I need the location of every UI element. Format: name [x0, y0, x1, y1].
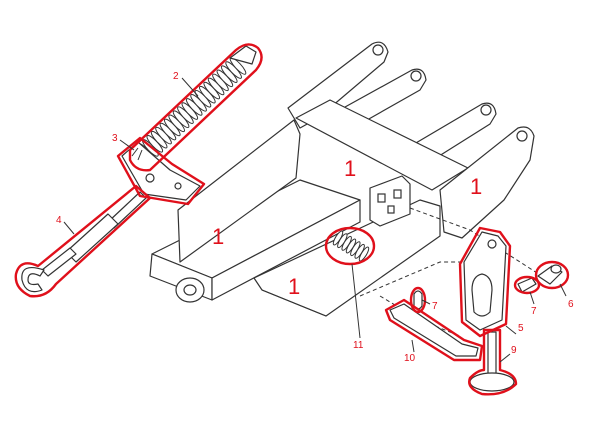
highlight-l-bar	[384, 298, 484, 362]
foot-pad-part-9	[469, 331, 515, 392]
callout-6: 6	[568, 299, 574, 310]
highlight-turnbuckle	[14, 184, 152, 298]
plate-pin-hole	[516, 130, 528, 142]
small-spring-part-11	[332, 230, 370, 262]
callout-11: 11	[353, 340, 364, 351]
highlight-foot-pad	[468, 328, 518, 396]
small-spring-coil-turn	[358, 246, 370, 262]
frame-labels: 1 1 1 1	[212, 156, 482, 299]
roller-axle	[183, 284, 197, 296]
highlight-clip-7a	[409, 286, 427, 314]
callout-7a: 7	[432, 301, 438, 312]
rear-arm-middle	[335, 68, 427, 125]
highlight-small-spring	[324, 226, 376, 266]
pin-end	[550, 264, 562, 274]
main-frame	[149, 41, 535, 317]
retaining-clip	[517, 277, 537, 293]
tie-rod-eye-hook	[21, 267, 45, 293]
frame-label-top: 1	[344, 156, 356, 181]
mounting-bracket	[369, 175, 411, 227]
frame-label-plate: 1	[470, 174, 482, 199]
rear-arm-left	[287, 41, 389, 129]
callout-leader-lines	[63, 77, 567, 363]
callout-5: 5	[518, 323, 524, 334]
highlight-bracket	[116, 136, 206, 206]
spring-part-2	[137, 45, 257, 161]
bracket-hole	[377, 193, 386, 203]
bracket-hole	[393, 189, 402, 199]
callout-4: 4	[56, 215, 62, 226]
slotted-post-part-5	[463, 231, 507, 331]
right-side-plate	[439, 126, 535, 239]
tie-rod-lower	[41, 247, 77, 277]
post-top-hole	[487, 239, 497, 249]
left-frame-plate	[177, 119, 301, 263]
clip-part-7b	[517, 277, 537, 293]
callout-3: 3	[112, 133, 118, 144]
callout-2: 2	[173, 71, 179, 82]
frame-label-beam: 1	[212, 224, 224, 249]
highlight-outlines	[14, 43, 570, 396]
highlight-spring	[128, 43, 263, 172]
pin-part-6	[537, 264, 563, 285]
callout-10: 10	[404, 353, 416, 364]
turnbuckle-part-4	[21, 191, 147, 293]
coil-spring	[137, 57, 247, 161]
bracket-bolt-hole	[145, 173, 155, 183]
front-beam-front	[211, 199, 361, 301]
highlight-post	[458, 226, 512, 338]
foot-base	[469, 372, 515, 392]
arm-pin-hole	[410, 70, 422, 82]
compression-spring	[332, 230, 370, 262]
highlight-clip-7b	[513, 275, 541, 295]
turnbuckle-body	[65, 213, 119, 263]
highlight-pin	[534, 260, 570, 290]
bracket-hole	[387, 205, 395, 214]
post-slot	[471, 273, 493, 317]
frame-label-chassis: 1	[288, 274, 300, 299]
callout-9: 9	[511, 345, 517, 356]
callout-labels: 2 3 4 5 6 7 7 9 10 11	[56, 71, 574, 364]
callout-7b: 7	[531, 306, 537, 317]
arm-pin-hole	[372, 44, 384, 56]
arm-pin-hole	[480, 104, 492, 116]
bracket-bolt-hole	[174, 182, 182, 190]
spring-hook-top	[229, 45, 257, 65]
